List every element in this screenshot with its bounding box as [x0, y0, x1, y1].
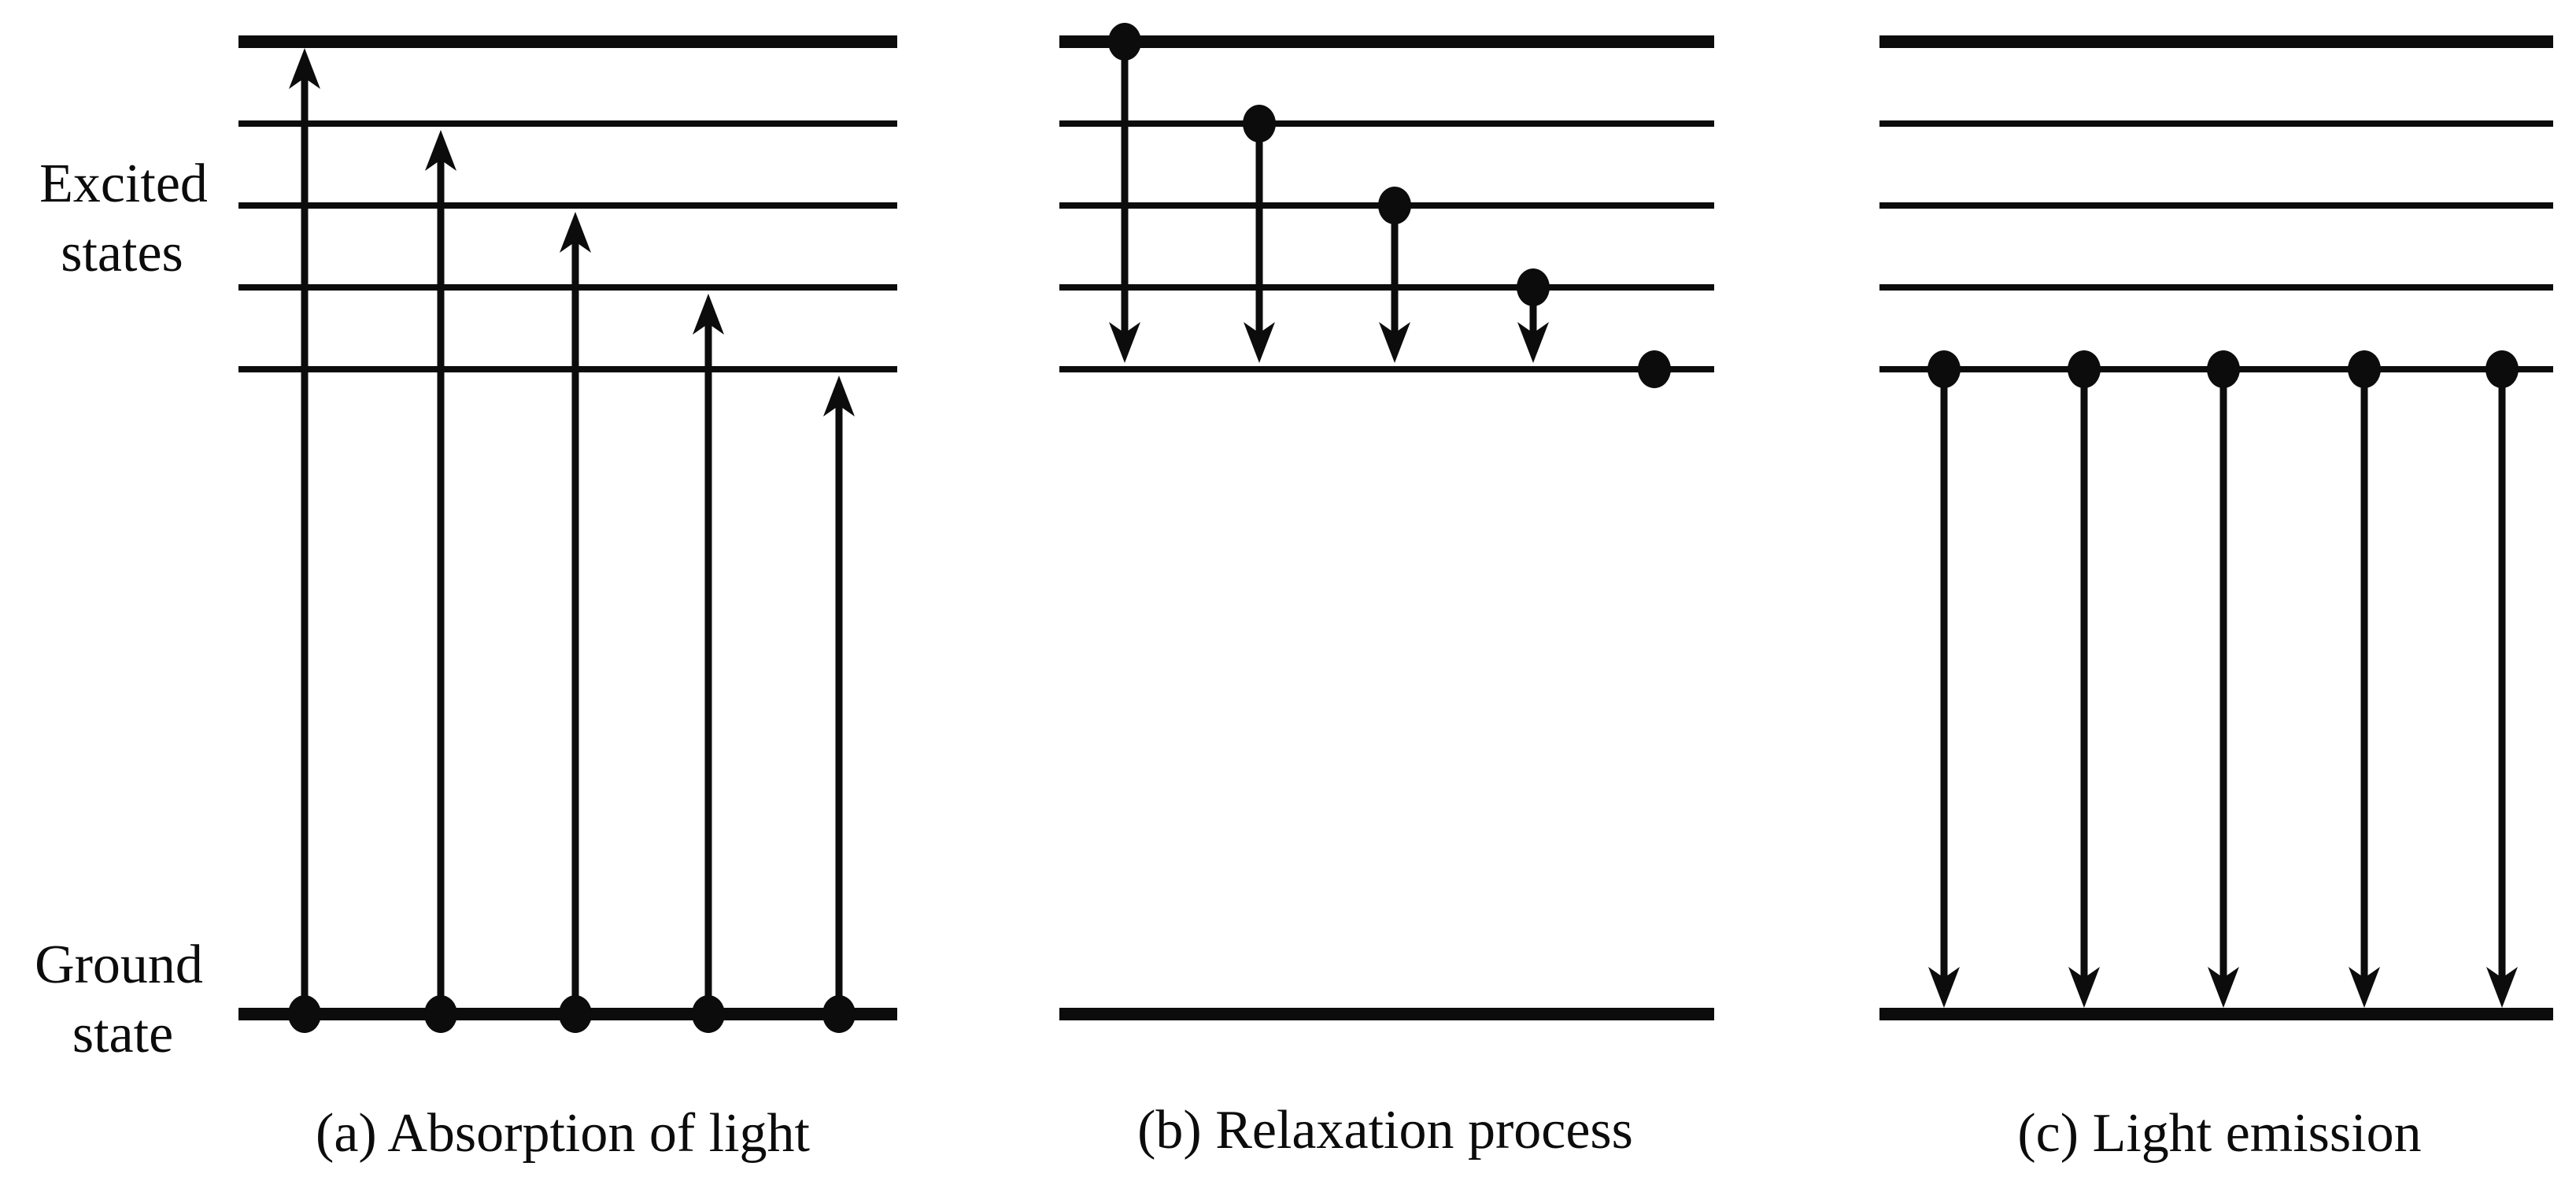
panel-a-absorption-transition-arrowhead — [289, 48, 320, 89]
excited-states-label-line1: Excited — [39, 154, 208, 214]
panel-c-emission-transition-arrowhead — [2208, 967, 2239, 1008]
panel-b-relaxation-transition-arrowhead — [1244, 322, 1275, 363]
panel-c-emission-transition-arrowhead — [2068, 967, 2100, 1008]
panel-a-absorption-electron-dot — [692, 995, 725, 1033]
excited-states-label-line2: states — [61, 223, 183, 283]
panel-a-absorption-electron-dot — [822, 995, 856, 1033]
ground-state-label-line1: Ground — [35, 935, 203, 995]
panel-b-relaxation-electron-dot — [1243, 105, 1276, 143]
panel-c-emission-electron-dot — [2207, 350, 2240, 388]
panel-a-absorption-transition-arrowhead — [425, 130, 456, 171]
panel-a-absorption-transition-arrowhead — [693, 294, 724, 335]
panel-a-absorption-transition-arrowhead — [823, 376, 855, 416]
panel-c-emission-transition-arrowhead — [2349, 967, 2380, 1008]
panel-c-emission-electron-dot — [2068, 350, 2101, 388]
caption-panel-c: (c) Light emission — [2017, 1103, 2422, 1164]
panel-b-relaxation-electron-dot — [1108, 23, 1141, 61]
caption-panel-b: (b) Relaxation process — [1137, 1100, 1633, 1161]
panel-c-emission-electron-dot — [2348, 350, 2381, 388]
ground-state-label-line2: state — [72, 1004, 174, 1064]
panel-b-relaxation-transition-arrowhead — [1379, 322, 1410, 363]
panel-c-emission-transition-arrowhead — [2486, 967, 2518, 1008]
caption-panel-a: (a) Absorption of light — [316, 1103, 810, 1164]
panel-c-emission-electron-dot — [1927, 350, 1961, 388]
panel-c-emission-electron-dot — [2485, 350, 2519, 388]
panel-c-emission-transition-arrowhead — [1928, 967, 1960, 1008]
panel-b-relaxation-transition-arrowhead — [1517, 322, 1549, 363]
panel-a-absorption-electron-dot — [288, 995, 321, 1033]
panel-b-relaxation-electron-dot — [1378, 187, 1411, 224]
panel-b-relaxation-electron-dot — [1638, 350, 1671, 388]
panel-a-absorption-electron-dot — [559, 995, 592, 1033]
panel-b-relaxation-transition-arrowhead — [1109, 322, 1140, 363]
panel-a-absorption-transition-arrowhead — [560, 212, 591, 253]
panel-a-absorption-electron-dot — [424, 995, 457, 1033]
panel-b-relaxation-electron-dot — [1517, 268, 1550, 306]
